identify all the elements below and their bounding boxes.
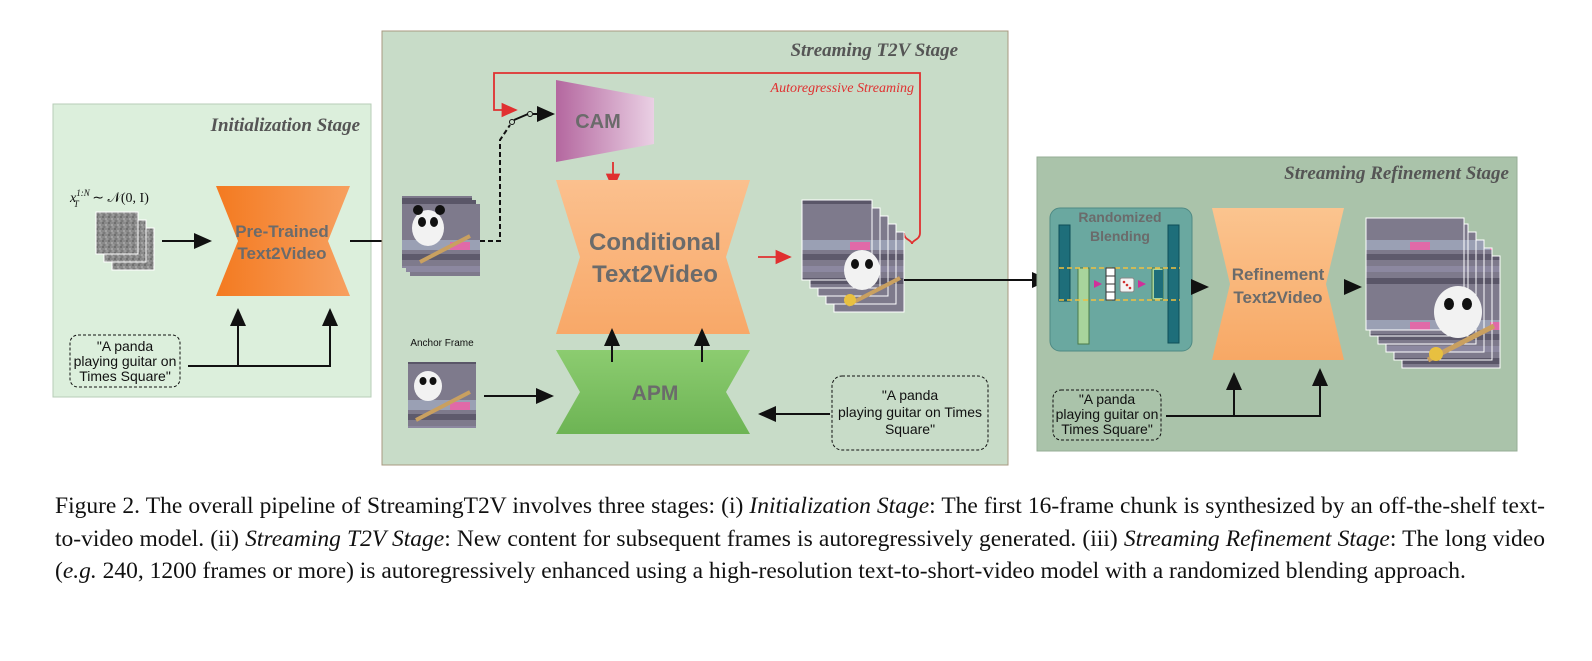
cam-block <box>556 80 654 162</box>
randomized-blending-label-2: Blending <box>1090 228 1150 244</box>
refinement-text2video-block <box>1212 208 1344 360</box>
conditional-text2video-block <box>556 180 750 334</box>
first-chunk-frames <box>402 196 480 276</box>
refined-frames-stack <box>1365 217 1501 369</box>
conditional-label-2: Text2Video <box>592 261 718 288</box>
pretrained-label-1: Pre-Trained <box>235 222 329 241</box>
randomized-blending-label-1: Randomized <box>1078 209 1161 225</box>
init-prompt-box <box>69 334 181 388</box>
generated-frames-stack <box>801 199 905 313</box>
streaming-t2v-stage: Streaming T2V Stage Autoregressive Strea… <box>381 30 1009 466</box>
streaming-prompt-line-3: Square" <box>885 421 935 437</box>
anchor-frame-image <box>408 362 476 428</box>
refine-prompt-box <box>1052 389 1162 441</box>
refine-prompt-line-1: "A panda <box>1079 391 1136 407</box>
autoregressive-label: Autoregressive Streaming <box>770 81 914 96</box>
init-prompt-line-2: playing guitar on <box>74 353 177 369</box>
anchor-frame-label: Anchor Frame <box>410 338 474 349</box>
streaming-refinement-stage: Streaming Refinement Stage Randomized Bl… <box>1036 156 1518 452</box>
streaming-stage-title: Streaming T2V Stage <box>790 40 958 61</box>
apm-block <box>556 350 750 434</box>
caption-figure-number: Figure 2. <box>55 493 141 519</box>
refine-prompt-line-2: playing guitar on <box>1056 406 1159 422</box>
streaming-prompt-box <box>831 375 989 451</box>
init-prompt-line-3: Times Square" <box>79 368 171 384</box>
initialization-stage-title: Initialization Stage <box>210 115 361 136</box>
streaming-prompt-line-2: playing guitar on Times <box>838 404 982 420</box>
apm-label: APM <box>632 382 679 405</box>
streaming-prompt-line-1: "A panda <box>882 387 939 403</box>
refinement-label-2: Text2Video <box>1233 288 1322 307</box>
cam-label: CAM <box>575 111 621 133</box>
figure-caption: Figure 2. The overall pipeline of Stream… <box>55 493 1545 584</box>
conditional-label-1: Conditional <box>589 229 721 256</box>
init-prompt-line-1: "A panda <box>97 338 154 354</box>
pretrained-text2video-block <box>216 186 350 296</box>
refine-prompt-line-3: Times Square" <box>1061 421 1153 437</box>
refinement-label-1: Refinement <box>1232 265 1325 284</box>
pretrained-label-2: Text2Video <box>237 244 326 263</box>
noise-frames <box>95 211 155 271</box>
refinement-stage-title: Streaming Refinement Stage <box>1284 163 1509 184</box>
